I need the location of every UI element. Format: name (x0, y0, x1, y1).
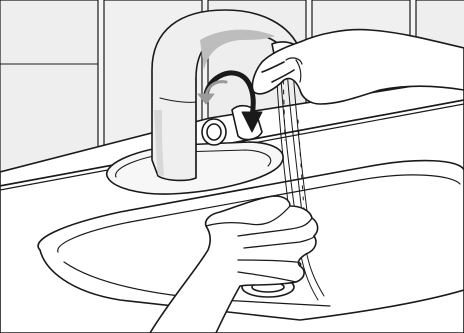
faucet-sensor-ring (202, 119, 226, 145)
